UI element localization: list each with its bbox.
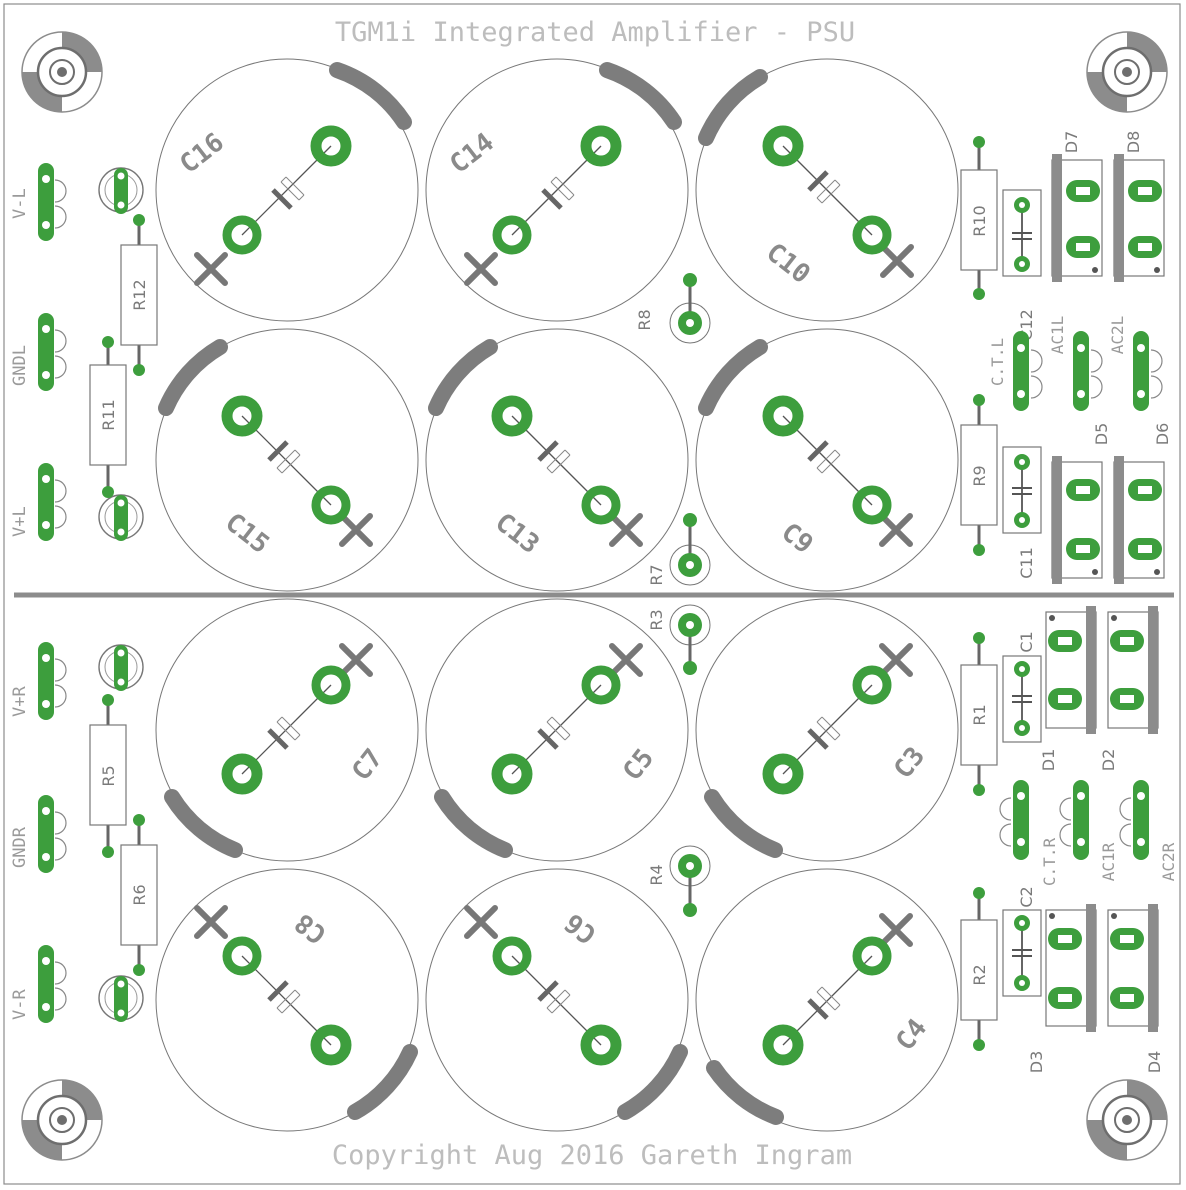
- capacitor-c4: C4: [695, 868, 959, 1132]
- connector-label: GNDL: [10, 345, 30, 386]
- diode-label: D8: [1124, 131, 1143, 154]
- connector-ac2r: AC2R: [1119, 780, 1178, 881]
- connector-label: V-R: [10, 989, 30, 1020]
- resistor-r10: R10: [960, 136, 998, 300]
- diode-d2: D2: [1099, 606, 1159, 772]
- resistor-label: R12: [130, 279, 149, 310]
- connector-ac2l: AC2L: [1108, 316, 1163, 411]
- diode-label: D7: [1062, 131, 1081, 154]
- mounting-hole-bottom-right: [1086, 1079, 1168, 1161]
- connector-label: AC1L: [1048, 316, 1067, 355]
- capacitor-c2: C2: [1002, 886, 1042, 997]
- connector-label: AC2L: [1108, 316, 1127, 355]
- connector-gndr: GNDR: [10, 795, 67, 873]
- connector-ct-l: C.T.L: [988, 331, 1043, 411]
- capacitor-c12: C12: [1002, 189, 1042, 341]
- resistor-label: R11: [99, 399, 118, 430]
- capacitor-c1: C1: [1002, 631, 1042, 743]
- board-title: TGM1i Integrated Amplifier - PSU: [335, 17, 855, 48]
- connector-v-plus-r: V+R: [10, 642, 67, 720]
- connector-label: AC1R: [1099, 842, 1118, 881]
- capacitor-label: C2: [1017, 886, 1036, 907]
- resistor-r7: R7: [647, 513, 711, 586]
- connector-label: V+R: [10, 686, 30, 717]
- mounting-hole-bottom-left: [21, 1079, 103, 1161]
- diode-label: D1: [1039, 749, 1058, 772]
- led-mid-left-upper: [98, 494, 144, 541]
- diode-d5: D5: [1051, 423, 1111, 584]
- led-bottom-left: [98, 975, 144, 1022]
- connector-label: V+L: [10, 506, 30, 537]
- board-copyright: Copyright Aug 2016 Gareth Ingram: [332, 1140, 852, 1171]
- led-top-left: [98, 167, 144, 214]
- resistor-r4: R4: [647, 845, 711, 917]
- diode-d6: D6: [1113, 423, 1172, 584]
- capacitor-c11: C11: [1002, 446, 1042, 579]
- resistor-label: R5: [99, 765, 118, 786]
- connector-gndl: GNDL: [10, 313, 67, 391]
- connector-label: GNDR: [10, 826, 30, 868]
- connector-label: V-L: [10, 188, 30, 219]
- connector-v-plus-l: V+L: [10, 463, 67, 541]
- resistor-label: R2: [970, 964, 989, 985]
- resistor-r1: R1: [960, 632, 998, 796]
- resistor-r9: R9: [960, 394, 998, 556]
- resistor-r11: R11: [89, 336, 127, 498]
- connector-ac1r: AC1R: [1059, 780, 1118, 881]
- resistor-r12: R12: [120, 214, 158, 376]
- diode-d8: D8: [1113, 131, 1165, 282]
- capacitor-label: C11: [1017, 547, 1036, 579]
- diode-label: D5: [1092, 423, 1111, 446]
- capacitor-c13: C13: [425, 328, 689, 592]
- diode-label: D2: [1099, 749, 1118, 772]
- mounting-hole-top-right: [1086, 31, 1168, 113]
- diode-label: D4: [1145, 1051, 1164, 1074]
- resistor-label: R9: [970, 465, 989, 486]
- resistor-r3: R3: [647, 604, 711, 675]
- resistor-r2: R2: [960, 887, 998, 1051]
- resistor-label: R1: [970, 704, 989, 725]
- mounting-hole-top-left: [21, 31, 103, 113]
- diode-d4: D4: [1107, 904, 1164, 1074]
- resistor-label: R8: [635, 309, 654, 330]
- diode-label: D3: [1027, 1051, 1046, 1074]
- connector-label: C.T.R: [1040, 838, 1059, 887]
- resistor-label: R4: [647, 864, 666, 885]
- resistor-r6: R6: [120, 814, 158, 976]
- resistor-r5: R5: [89, 694, 127, 858]
- connector-v-minus-l: V-L: [10, 163, 67, 241]
- diode-d3: D3: [1027, 904, 1097, 1074]
- connector-v-minus-r: V-R: [10, 945, 67, 1023]
- connector-ac1l: AC1L: [1048, 316, 1103, 411]
- resistor-label: R3: [647, 609, 666, 630]
- connector-label: AC2R: [1159, 842, 1178, 881]
- capacitor-label: C1: [1017, 631, 1036, 652]
- diode-d7: D7: [1051, 131, 1103, 282]
- resistor-r8: R8: [635, 273, 711, 344]
- resistor-label: R7: [647, 564, 666, 585]
- diode-d1: D1: [1039, 606, 1097, 772]
- connector-label: C.T.L: [988, 338, 1007, 386]
- connector-ct-r: C.T.R: [999, 780, 1059, 887]
- capacitor-c6: C6: [425, 868, 689, 1132]
- resistor-label: R6: [130, 884, 149, 905]
- resistor-label: R10: [970, 205, 989, 236]
- diode-label: D6: [1153, 423, 1172, 446]
- led-mid-left-lower: [98, 644, 144, 691]
